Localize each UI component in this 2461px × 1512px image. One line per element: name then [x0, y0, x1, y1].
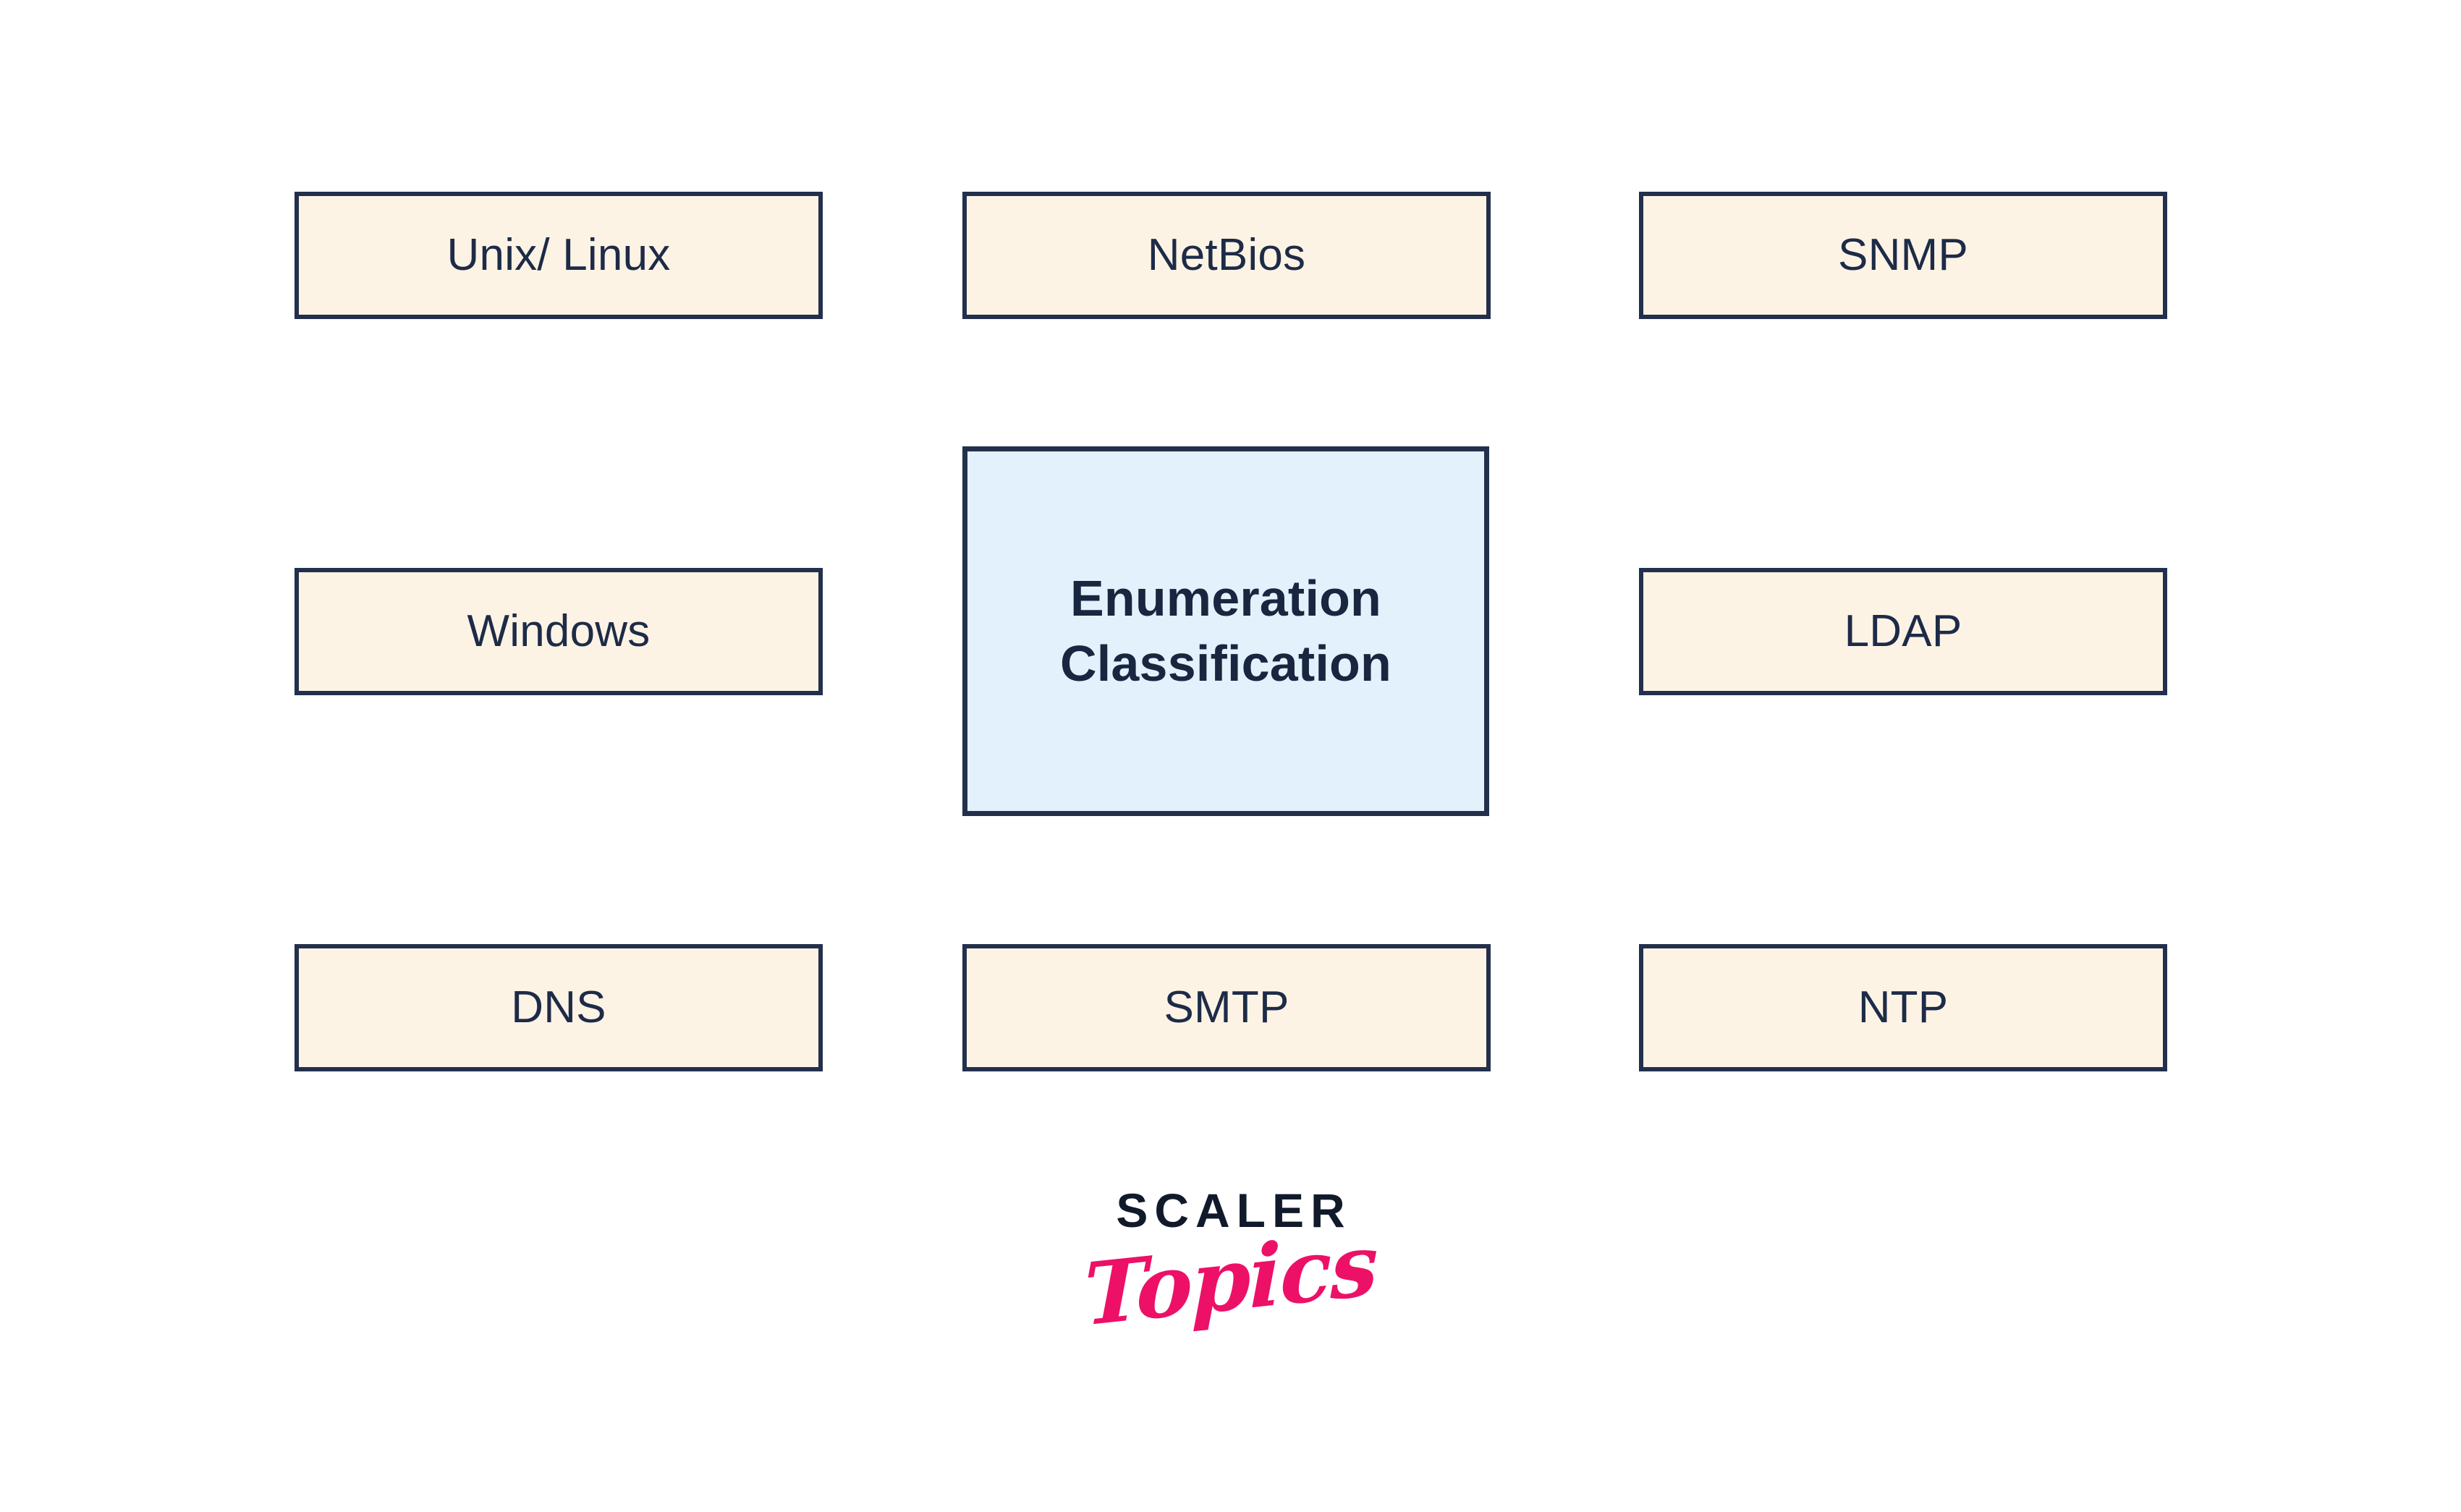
node-label: SMTP — [1164, 982, 1289, 1033]
node-smtp[interactable]: SMTP — [962, 944, 1491, 1071]
node-label: NTP — [1858, 982, 1949, 1033]
center-node-label-line-1: Enumeration — [1069, 569, 1382, 627]
node-label: DNS — [511, 982, 606, 1033]
center-node-label-line-2: Classification — [1060, 634, 1392, 692]
scaler-topics-logo: SCALER Topics — [0, 1184, 2461, 1346]
node-ldap[interactable]: LDAP — [1639, 568, 2167, 695]
logo-wordmark: SCALER — [1116, 1184, 1352, 1237]
node-label: SNMP — [1838, 230, 1968, 281]
node-enumeration-classification-center[interactable]: Enumeration Classification — [962, 446, 1489, 816]
node-dns[interactable]: DNS — [295, 944, 823, 1071]
node-label: LDAP — [1844, 606, 1962, 657]
node-snmp[interactable]: SNMP — [1639, 192, 2167, 319]
center-node-text: Enumeration Classification — [1041, 566, 1410, 696]
node-unix-linux[interactable]: Unix/ Linux — [295, 192, 823, 319]
node-label: Unix/ Linux — [446, 230, 671, 281]
node-ntp[interactable]: NTP — [1639, 944, 2167, 1071]
node-windows[interactable]: Windows — [295, 568, 823, 695]
node-label: Windows — [467, 606, 651, 657]
node-label: NetBios — [1147, 230, 1306, 281]
logo-script-topics: Topics — [1084, 1213, 1377, 1346]
node-netbios[interactable]: NetBios — [962, 192, 1491, 319]
